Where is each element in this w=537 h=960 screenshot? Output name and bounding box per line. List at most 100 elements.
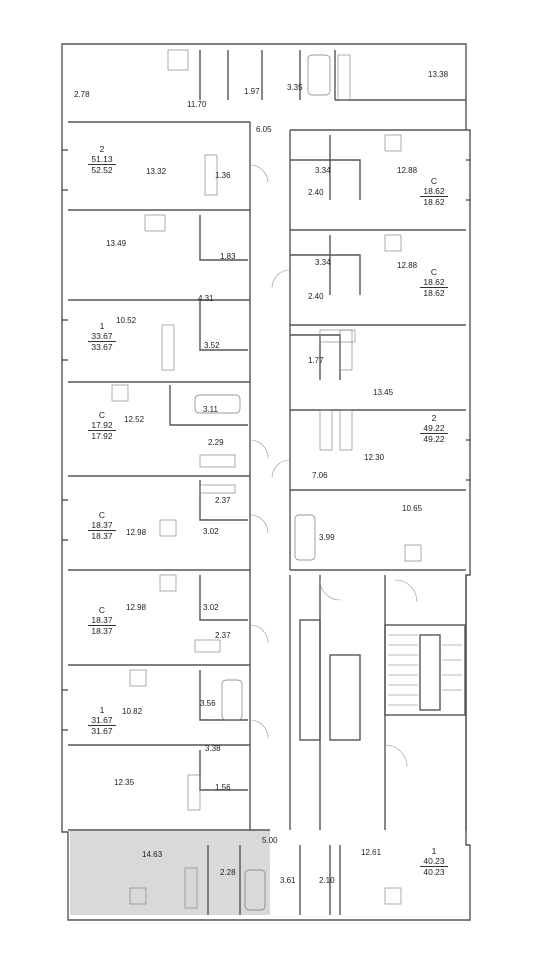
room-area: 10.65	[402, 504, 423, 513]
apartment-rooms: С	[98, 605, 106, 615]
wardrobes	[161, 54, 356, 909]
room-area: 12.35	[114, 778, 135, 787]
room-area: 12.61	[361, 848, 382, 857]
room-area: 3.99	[319, 533, 335, 542]
room-area: 12.30	[364, 453, 385, 462]
apartment-area-total: 31.67	[91, 726, 113, 736]
room-area: 2.37	[215, 496, 231, 505]
room-area: 13.32	[146, 167, 167, 176]
room-area: 10.52	[116, 316, 137, 325]
apartment-rooms: 1	[99, 321, 105, 331]
windows	[62, 149, 470, 731]
apartment-rooms: 1	[431, 846, 437, 856]
apartment-area-total: 18.37	[91, 531, 113, 541]
apartment-label: С 18.37 18.37	[88, 605, 116, 636]
apartment-area-living: 18.62	[423, 186, 445, 196]
room-area: 2.28	[220, 868, 236, 877]
room-area: 2.37	[215, 631, 231, 640]
apartment-rooms: С	[98, 410, 106, 420]
divider	[88, 725, 116, 726]
apartment-rooms: 2	[99, 144, 105, 154]
stair-treads	[388, 634, 462, 706]
apartment-area-living: 33.67	[91, 331, 113, 341]
apartment-area-total: 52.52	[91, 165, 113, 175]
kitchen-units	[111, 49, 422, 905]
room-area: 2.78	[74, 90, 90, 99]
room-area: 13.45	[373, 388, 394, 397]
room-area: 14.63	[142, 850, 163, 859]
room-area: 6.05	[256, 125, 272, 134]
apartment-rooms: 1	[99, 705, 105, 715]
room-area: 1.36	[215, 171, 231, 180]
room-area: 4.31	[198, 294, 214, 303]
room-area: 7.06	[312, 471, 328, 480]
room-area: 1.97	[244, 87, 260, 96]
door-swings	[249, 164, 418, 768]
apartment-area-total: 18.62	[423, 197, 445, 207]
room-area: 13.49	[106, 239, 127, 248]
apartment-rooms: С	[430, 176, 438, 186]
apartment-label: С 18.37 18.37	[88, 510, 116, 541]
apartment-label: 2 51.13 52.52	[88, 144, 116, 175]
apartment-area-living: 51.13	[91, 154, 113, 164]
apartment-area-total: 40.23	[423, 867, 445, 877]
apartment-area-living: 40.23	[423, 856, 445, 866]
apartment-area-living: 49.22	[423, 423, 445, 433]
bathtubs	[194, 54, 331, 911]
room-area: 3.34	[315, 166, 331, 175]
room-area: 3.02	[203, 603, 219, 612]
room-area: 2.10	[319, 876, 335, 885]
apartment-rooms: С	[98, 510, 106, 520]
room-area: 3.11	[203, 405, 218, 414]
divider	[420, 287, 448, 288]
room-area: 3.02	[203, 527, 219, 536]
room-area: 3.34	[315, 258, 331, 267]
room-area: 2.40	[308, 292, 324, 301]
apartment-area-total: 17.92	[91, 431, 113, 441]
apartment-rooms: С	[430, 267, 438, 277]
room-area: 12.98	[126, 528, 147, 537]
room-area: 1.77	[308, 356, 324, 365]
room-area: 5.00	[262, 836, 278, 845]
apartment-label: 1 31.67 31.67	[88, 705, 116, 736]
apartment-label: 1 33.67 33.67	[88, 321, 116, 352]
room-area: 3.38	[205, 744, 221, 753]
divider	[420, 866, 448, 867]
room-area: 11.70	[187, 100, 207, 109]
room-area: 12.98	[126, 603, 147, 612]
divider	[88, 430, 116, 431]
divider	[420, 433, 448, 434]
room-area: 12.88	[397, 166, 418, 175]
room-area: 1.83	[220, 252, 236, 261]
divider	[88, 530, 116, 531]
room-area: 3.52	[204, 341, 220, 350]
apartment-label: С 17.92 17.92	[88, 410, 116, 441]
walls	[61, 43, 471, 921]
apartment-area-total: 18.62	[423, 288, 445, 298]
room-area: 3.35	[287, 83, 303, 92]
room-area: 3.56	[200, 699, 216, 708]
apartment-area-total: 18.37	[91, 626, 113, 636]
room-area: 13.38	[428, 70, 449, 79]
divider	[88, 625, 116, 626]
apartment-label: С 18.62 18.62	[420, 176, 448, 207]
apartment-area-living: 18.62	[423, 277, 445, 287]
divider	[88, 341, 116, 342]
divider	[88, 164, 116, 165]
apartment-label: С 18.62 18.62	[420, 267, 448, 298]
apartment-label: 1 40.23 40.23	[420, 846, 448, 877]
apartment-rooms: 2	[431, 413, 437, 423]
apartment-area-total: 49.22	[423, 434, 445, 444]
room-area: 10.82	[122, 707, 143, 716]
divider	[420, 196, 448, 197]
room-area: 12.88	[397, 261, 418, 270]
apartment-area-total: 33.67	[91, 342, 113, 352]
apartment-area-living: 31.67	[91, 715, 113, 725]
room-area: 2.29	[208, 438, 224, 447]
apartment-area-living: 17.92	[91, 420, 113, 430]
apartment-label: 2 49.22 49.22	[420, 413, 448, 444]
room-area: 3.61	[280, 876, 296, 885]
apartment-area-living: 18.37	[91, 520, 113, 530]
room-area: 12.52	[124, 415, 145, 424]
